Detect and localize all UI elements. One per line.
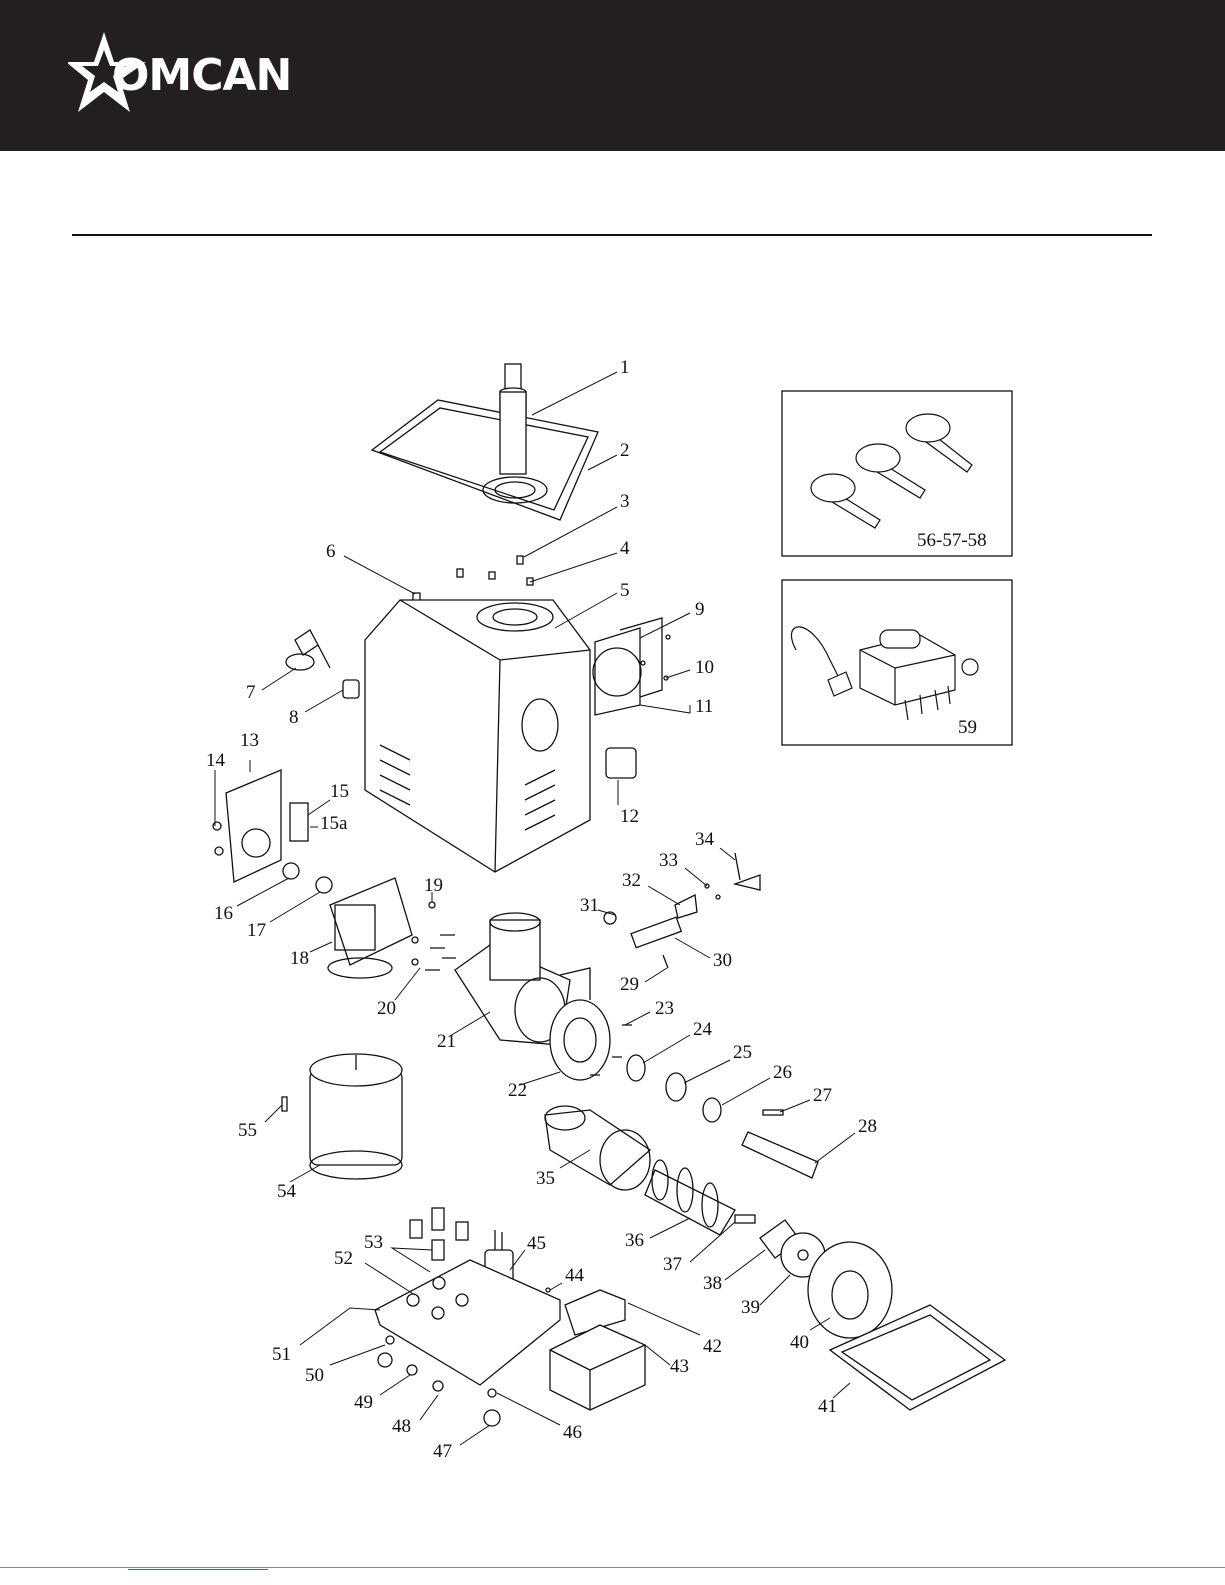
callout-17: 17 <box>247 920 266 941</box>
part-screws-top <box>413 556 533 602</box>
part-drive-shaft <box>742 1110 818 1178</box>
callout-52: 52 <box>334 1248 353 1269</box>
callout-1: 1 <box>620 357 630 378</box>
part-gearbox-screws <box>412 902 456 970</box>
part-capacitor-holder <box>290 803 308 841</box>
leader-lines <box>215 372 855 1445</box>
callout-31: 31 <box>580 895 599 916</box>
footer-rule <box>0 1567 1225 1568</box>
callout-51: 51 <box>272 1344 291 1365</box>
callout-32: 32 <box>622 870 641 891</box>
callout-2: 2 <box>620 440 630 461</box>
callout-45: 45 <box>527 1233 546 1254</box>
part-cable-gland <box>343 680 359 698</box>
callout-6: 6 <box>326 541 336 562</box>
part-gearbox <box>328 878 412 978</box>
callout-12: 12 <box>620 806 639 827</box>
callout-54: 54 <box>277 1181 297 1202</box>
callout-22: 22 <box>508 1080 527 1101</box>
part-base-plate <box>375 1260 560 1385</box>
part-washer <box>316 877 332 893</box>
callout-23: 23 <box>655 998 674 1019</box>
callout-48: 48 <box>392 1416 411 1437</box>
callout-18: 18 <box>290 948 309 969</box>
callout-40: 40 <box>790 1332 809 1353</box>
part-housing <box>365 600 590 872</box>
callout-5: 5 <box>620 580 630 601</box>
callout-11: 11 <box>695 696 713 717</box>
part-power-cord <box>286 630 330 670</box>
callout-41: 41 <box>818 1396 837 1417</box>
callout-27: 27 <box>813 1085 832 1106</box>
callout-42: 42 <box>703 1336 722 1357</box>
part-feed-tray <box>372 392 598 520</box>
callout-3: 3 <box>620 491 630 512</box>
callout-13: 13 <box>240 730 259 751</box>
inset-label-59: 59 <box>958 717 977 738</box>
callout-20: 20 <box>377 998 396 1019</box>
callout-34: 34 <box>695 829 715 850</box>
callout-36: 36 <box>625 1230 644 1251</box>
part-motor <box>282 1054 402 1179</box>
callout-35: 35 <box>536 1168 555 1189</box>
callout-47: 47 <box>433 1441 452 1462</box>
callout-49: 49 <box>354 1392 373 1413</box>
callout-39: 39 <box>741 1297 760 1318</box>
callout-29: 29 <box>620 974 639 995</box>
callout-50: 50 <box>305 1365 324 1386</box>
callout-8: 8 <box>289 707 299 728</box>
callout-4: 4 <box>620 538 630 559</box>
part-cooling-fan <box>593 618 670 715</box>
callout-38: 38 <box>703 1273 722 1294</box>
callout-37: 37 <box>663 1254 682 1275</box>
callout-10: 10 <box>695 657 714 678</box>
part-side-plate <box>213 770 281 882</box>
callout-19: 19 <box>424 875 443 896</box>
callout-55: 55 <box>238 1120 257 1141</box>
callout-15: 15 <box>330 781 349 802</box>
callout-7: 7 <box>246 682 256 703</box>
callout-30: 30 <box>713 950 732 971</box>
callout-14: 14 <box>206 750 226 771</box>
callout-26: 26 <box>773 1062 792 1083</box>
callout-9: 9 <box>695 599 705 620</box>
part-switch <box>606 748 636 778</box>
callout-16: 16 <box>214 903 233 924</box>
callout-33: 33 <box>659 850 678 871</box>
callout-15a: 15a <box>320 813 348 834</box>
inset-label-56-57-58: 56-57-58 <box>917 530 987 551</box>
part-electrical-box <box>550 1325 645 1410</box>
callout-53: 53 <box>364 1232 383 1253</box>
callout-21: 21 <box>437 1031 456 1052</box>
callout-44: 44 <box>565 1265 585 1286</box>
part-flange <box>550 1000 610 1080</box>
callout-24: 24 <box>693 1019 713 1040</box>
callout-28: 28 <box>858 1116 877 1137</box>
callout-25: 25 <box>733 1042 752 1063</box>
part-auger <box>645 1160 735 1235</box>
part-feed-barrel <box>545 1106 650 1190</box>
callout-43: 43 <box>670 1356 689 1377</box>
part-nut <box>283 863 299 879</box>
callout-46: 46 <box>563 1422 582 1443</box>
inset-electrical-box: 59 <box>782 580 1012 745</box>
footer-link-underline[interactable] <box>128 1569 268 1571</box>
inset-stuffing-tubes: 56-57-58 <box>782 391 1012 556</box>
